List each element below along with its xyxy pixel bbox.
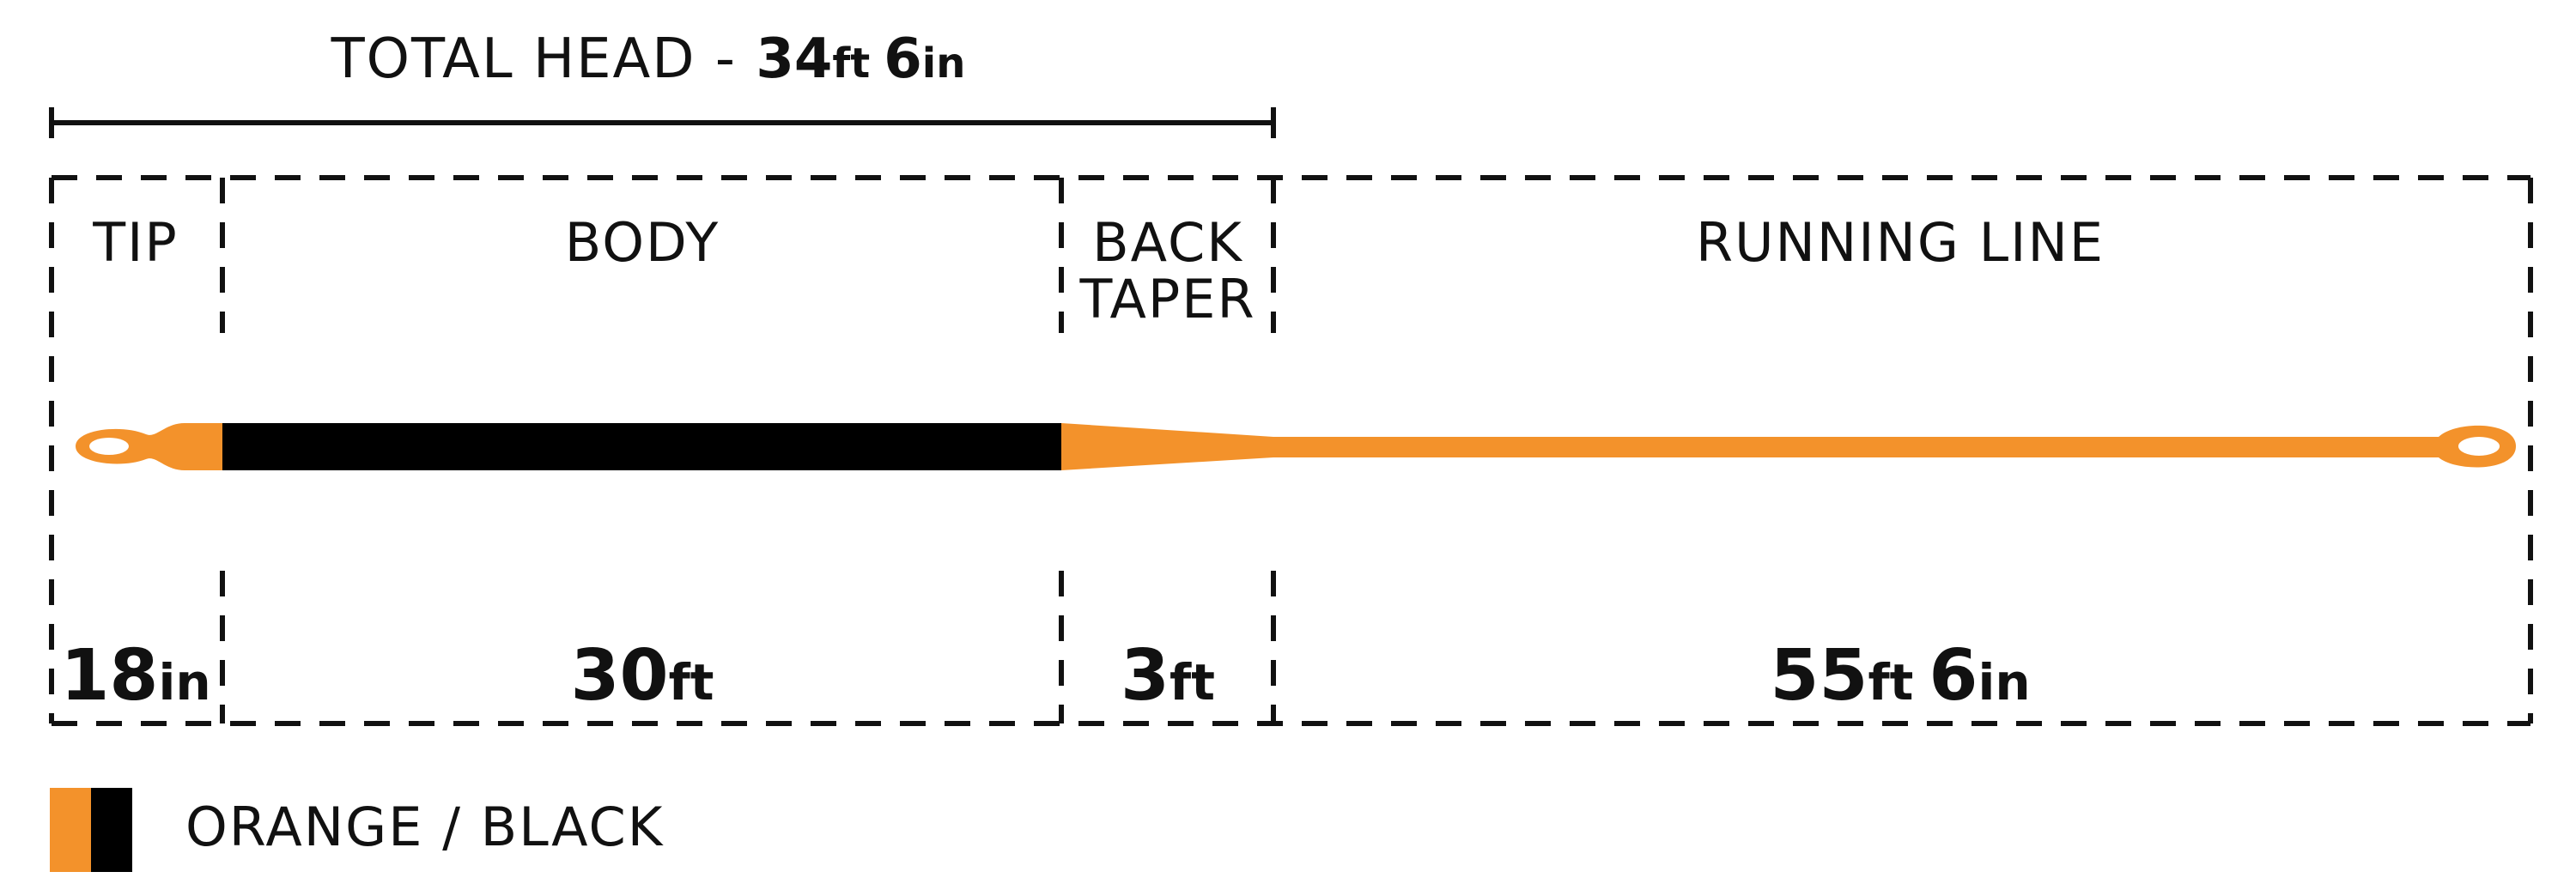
back-taper-segment [1061,423,1273,470]
total-head-in-unit: in [922,39,966,88]
total-head-label: TOTAL HEAD - [331,27,756,91]
legend-label: ORANGE / BLACK [185,796,664,858]
sections-frame [49,175,2533,726]
tip-label: TIP [92,211,179,274]
body-label: BODY [565,211,720,274]
body-length: 30ft [570,635,714,717]
tip-length-value: 18 [60,635,158,717]
fly-line [76,423,2516,470]
tip-length: 18in [60,635,210,717]
running-line-ft-unit: ft [1868,653,1913,711]
running-line-length: 55ft 6in [1770,635,2030,717]
back-taper-length-unit: ft [1170,653,1215,711]
running-line-label: RUNNING LINE [1696,211,2105,274]
back-taper-length-value: 3 [1121,635,1170,717]
running-line-in-value: 6 [1929,635,1978,717]
front-loop [76,423,222,470]
legend-swatch-orange [50,788,91,872]
body-segment [222,423,1061,470]
total-head-bracket [49,107,1276,138]
total-head-in-value: 6 [884,27,922,91]
back-taper-label-line1: BACK [1092,211,1243,274]
total-head-ft-value: 34 [756,27,832,91]
body-length-unit: ft [669,653,714,711]
back-taper-length: 3ft [1121,635,1215,717]
legend-swatch-black [91,788,132,872]
back-taper-label-line2: TAPER [1078,268,1255,330]
total-head-title: TOTAL HEAD - 34ft 6in [331,27,966,91]
running-line-segment [1273,437,2458,457]
tip-length-unit: in [158,653,210,711]
running-line-ft-value: 55 [1770,635,1868,717]
running-line-in-unit: in [1978,653,2030,711]
total-head-ft-unit: ft [832,39,870,88]
body-length-value: 30 [570,635,668,717]
color-legend: ORANGE / BLACK [50,788,664,872]
